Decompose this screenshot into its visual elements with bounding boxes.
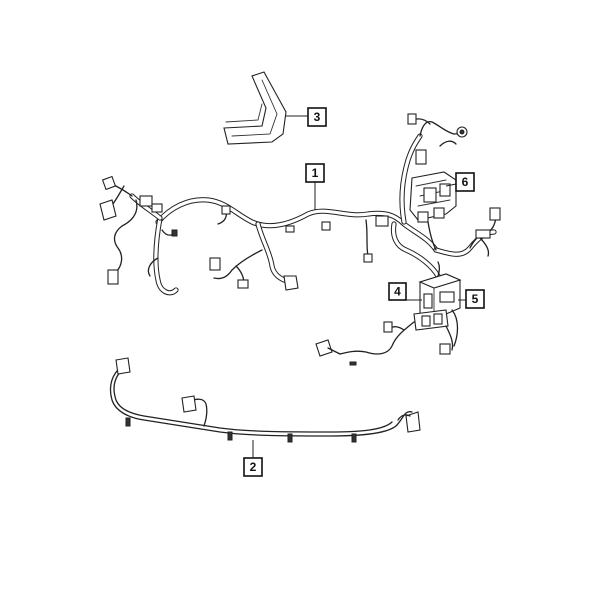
callout-5: 5: [465, 289, 485, 309]
callout-1-label: 1: [312, 166, 319, 180]
part-4-5-module: [315, 261, 462, 366]
callout-5-label: 5: [472, 292, 479, 306]
part-2-lower-harness: [109, 357, 421, 443]
callout-2: 2: [243, 457, 263, 477]
part-6-module-bracket: [409, 171, 457, 251]
callout-6: 6: [455, 172, 475, 192]
part-1-main-harness: [99, 113, 501, 296]
callout-3-label: 3: [314, 110, 321, 124]
callout-4-label: 4: [394, 285, 401, 299]
callout-2-label: 2: [250, 460, 257, 474]
leader-line-6: [445, 183, 457, 187]
callout-1: 1: [305, 163, 325, 183]
callout-3: 3: [307, 107, 327, 127]
callout-4: 4: [388, 282, 407, 301]
part-3-bracket: [223, 71, 287, 145]
callout-6-label: 6: [462, 175, 469, 189]
